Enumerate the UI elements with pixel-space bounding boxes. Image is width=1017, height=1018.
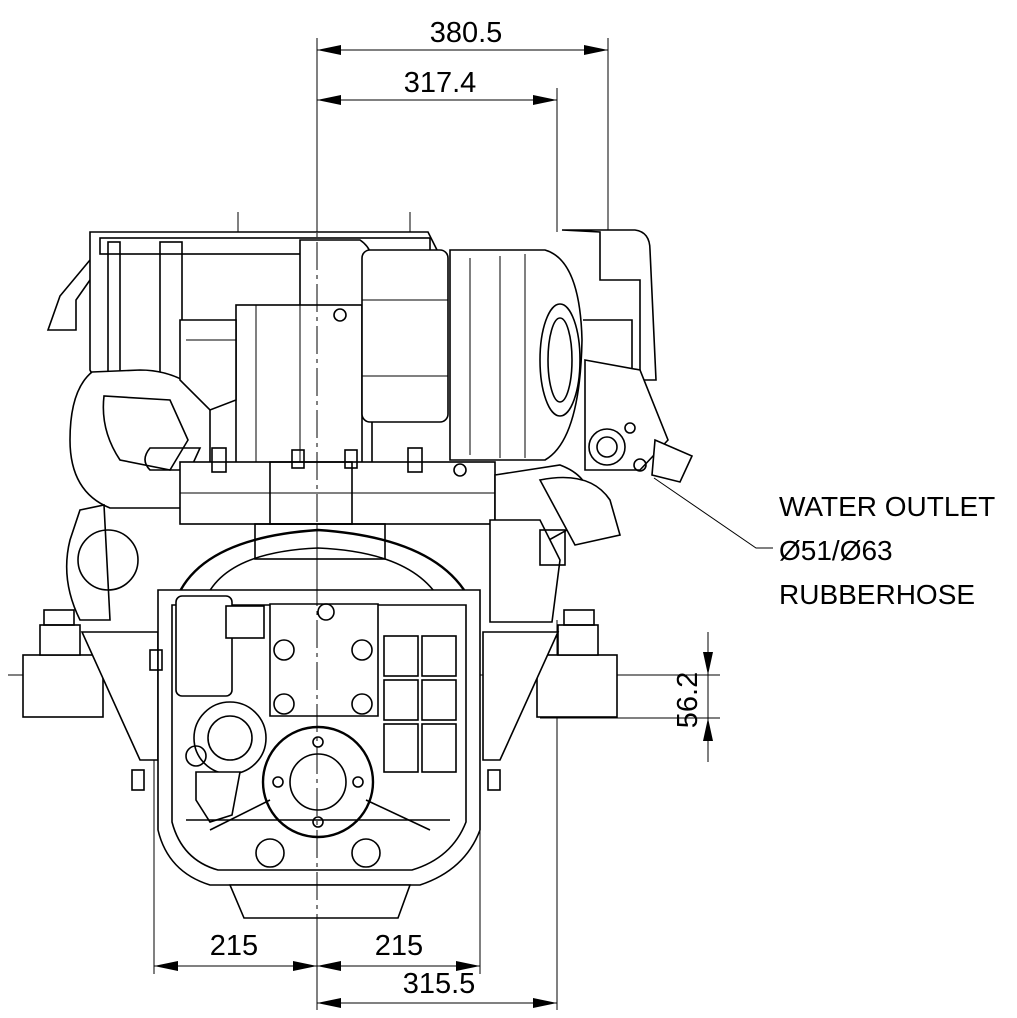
gearbox-ribs [383,635,457,773]
dimension-215-right-label: 215 [375,930,423,962]
callout-water-outlet: WATER OUTLET [779,491,995,522]
engine-body [22,212,694,919]
dimension-315-5-label: 315.5 [403,968,476,1000]
right-engine-mount [482,609,618,761]
manifold-bolts [211,447,467,477]
dimension-380-5-label: 380.5 [430,17,503,49]
dimension-56-2-label: 56.2 [672,672,704,728]
callout-hose-diameter: Ø51/Ø63 [779,535,893,566]
callout-rubberhose: RUBBERHOSE [779,579,975,610]
dimension-317-4-label: 317.4 [404,67,477,99]
left-engine-mount [22,609,159,761]
dimension-215-left-label: 215 [210,930,258,962]
